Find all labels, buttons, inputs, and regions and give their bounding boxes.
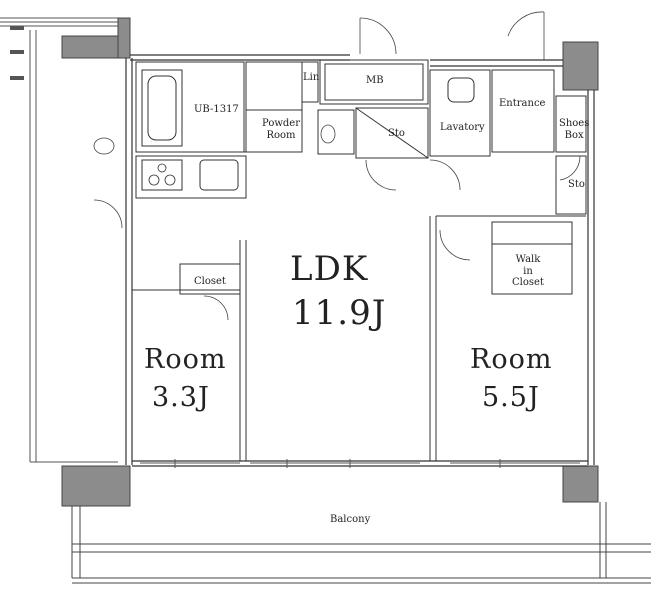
room-right-name: Room <box>470 344 553 375</box>
interior-walls <box>132 59 587 461</box>
lavatory-label: Lavatory <box>440 122 485 133</box>
room-right-size: 5.5J <box>482 382 540 413</box>
room-left-name: Room <box>144 344 227 375</box>
powder-room-line-2: Room <box>266 129 296 141</box>
sink-icon <box>93 137 115 155</box>
entrance-label: Entrance <box>499 98 546 109</box>
balcony <box>71 502 651 584</box>
walk-in-closet-label: Walk in Closet <box>512 254 544 289</box>
mb-label: MB <box>366 75 384 86</box>
outer-walls <box>125 54 595 467</box>
walk-in-closet-line-3: Closet <box>512 277 544 288</box>
closet-label: Closet <box>194 276 226 287</box>
exterior-lines <box>0 17 118 463</box>
powder-room-label: Powder Room <box>262 118 300 141</box>
ldk-name: LDK <box>290 249 369 289</box>
shoes-box-line-1: Shoes <box>559 118 590 129</box>
ldk-size: 11.9J <box>292 293 387 333</box>
structural-walls <box>61 17 599 507</box>
storage-2-label: Sto <box>568 179 585 190</box>
door-swings <box>93 11 581 321</box>
stove-icon <box>148 163 176 186</box>
storage-label: Sto <box>388 128 405 139</box>
walk-in-closet-line-1: Walk <box>515 254 541 265</box>
walk-in-closet-line-2: in <box>523 265 533 277</box>
linen-label: Lin <box>303 72 320 83</box>
unit-bath-label: UB-1317 <box>194 104 239 115</box>
powder-room-line-1: Powder <box>262 118 301 129</box>
room-left-size: 3.3J <box>152 382 210 413</box>
toilet-icon <box>320 124 336 144</box>
railing-marks <box>10 26 24 80</box>
windows-bottom <box>140 459 580 468</box>
shoes-box-label: Shoes Box <box>559 118 589 141</box>
shoes-box-line-2: Box <box>564 129 584 141</box>
balcony-label: Balcony <box>330 514 371 525</box>
